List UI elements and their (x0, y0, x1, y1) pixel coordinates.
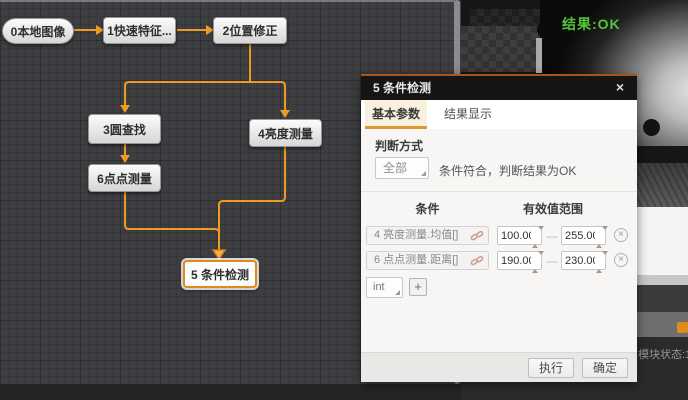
flow-node-point-measure[interactable]: 6点点测量 (88, 164, 161, 192)
spin-down-icon[interactable] (538, 226, 544, 244)
spinner-icons[interactable] (532, 226, 544, 248)
tab-result-display[interactable]: 结果显示 (444, 106, 493, 121)
condition-source-value: 4 亮度测量.均值[] (374, 229, 459, 241)
module-status-text: 模块状态:1 (638, 349, 688, 361)
range-max-input[interactable] (562, 227, 605, 244)
dialog-title: 5 条件检测 (373, 81, 432, 95)
range-min-field[interactable] (497, 226, 544, 248)
judge-mode-description: 条件符合，判断结果为OK (439, 164, 577, 178)
flow-edges (74, 25, 290, 261)
range-max-field[interactable] (561, 251, 608, 273)
judge-mode-value: 全部 (383, 161, 408, 175)
spin-down-icon[interactable] (602, 251, 608, 269)
canvas-horizontal-scrollbar[interactable] (0, 0, 455, 2)
dialog-body: 判断方式 全部 条件符合，判断结果为OK 条件 有效值范围 4 亮度测量.均值[… (361, 129, 637, 352)
condition-check-dialog: 5 条件检测 × 基本参数 结果显示 判断方式 全部 条件符合，判断结果为OK … (361, 74, 637, 382)
judge-mode-select[interactable]: 全部 (375, 157, 429, 179)
image-highlight-edge (536, 38, 542, 73)
range-max-field[interactable] (561, 226, 608, 248)
confirm-button[interactable]: 确定 (582, 357, 628, 378)
spin-down-icon[interactable] (602, 226, 608, 244)
dialog-title-bar[interactable]: 5 条件检测 × (361, 76, 637, 100)
link-icon[interactable] (470, 254, 484, 268)
delete-condition-icon[interactable]: × (614, 253, 628, 267)
column-header-range: 有效值范围 (522, 202, 583, 216)
flow-node-condition-check[interactable]: 5 条件检测 (183, 260, 257, 288)
condition-row: 4 亮度测量.均值[] (361, 226, 637, 248)
delete-condition-icon[interactable]: × (614, 228, 628, 242)
transparency-checker-light (461, 26, 540, 72)
add-condition-row: int + (361, 277, 637, 299)
judge-mode-label: 判断方式 (375, 139, 424, 153)
flow-node-position-fix[interactable]: 2位置修正 (213, 17, 287, 44)
section-divider (361, 191, 637, 192)
clipped-orange-icon[interactable] (677, 322, 688, 333)
spinner-icons[interactable] (596, 226, 608, 248)
tab-basic-params[interactable]: 基本参数 (365, 100, 428, 129)
range-min-input[interactable] (498, 252, 541, 269)
spin-down-icon[interactable] (538, 251, 544, 269)
condition-source-field[interactable]: 4 亮度测量.均值[] (366, 226, 489, 245)
condition-row: 6 点点测量.距离[] (361, 251, 637, 273)
flow-node-circle-find[interactable]: 3圆查找 (88, 114, 161, 144)
column-header-condition: 条件 (415, 202, 440, 216)
range-dash: — (546, 254, 558, 268)
image-dark-hole (643, 119, 660, 136)
dropdown-corner-icon (395, 290, 400, 295)
range-min-input[interactable] (498, 227, 541, 244)
range-dash: — (546, 229, 558, 243)
result-ok-text: 结果:OK (562, 16, 621, 32)
flow-node-fast-feature[interactable]: 1快速特征... (103, 17, 176, 44)
link-icon[interactable] (470, 229, 484, 243)
dropdown-corner-icon (421, 171, 426, 176)
dialog-tab-bar: 基本参数 结果显示 (361, 100, 637, 129)
add-condition-button[interactable]: + (409, 278, 427, 296)
spinner-icons[interactable] (596, 251, 608, 273)
condition-type-value: int (373, 281, 385, 293)
execute-button[interactable]: 执行 (528, 357, 574, 378)
close-icon[interactable]: × (615, 79, 625, 95)
condition-type-select[interactable]: int (366, 277, 403, 298)
range-min-field[interactable] (497, 251, 544, 273)
condition-source-field[interactable]: 6 点点测量.距离[] (366, 251, 489, 270)
image-dark-blob (537, 21, 554, 38)
spinner-icons[interactable] (532, 251, 544, 273)
range-max-input[interactable] (562, 252, 605, 269)
flow-node-brightness-measure[interactable]: 4亮度测量 (249, 119, 322, 147)
transparency-checker-dark (470, 9, 540, 26)
canvas-bottom-strip (0, 384, 461, 400)
dialog-footer: 执行 确定 (361, 352, 637, 382)
condition-source-value: 6 点点测量.距离[] (374, 254, 459, 266)
flow-node-local-image[interactable]: 0本地图像 (2, 18, 74, 44)
